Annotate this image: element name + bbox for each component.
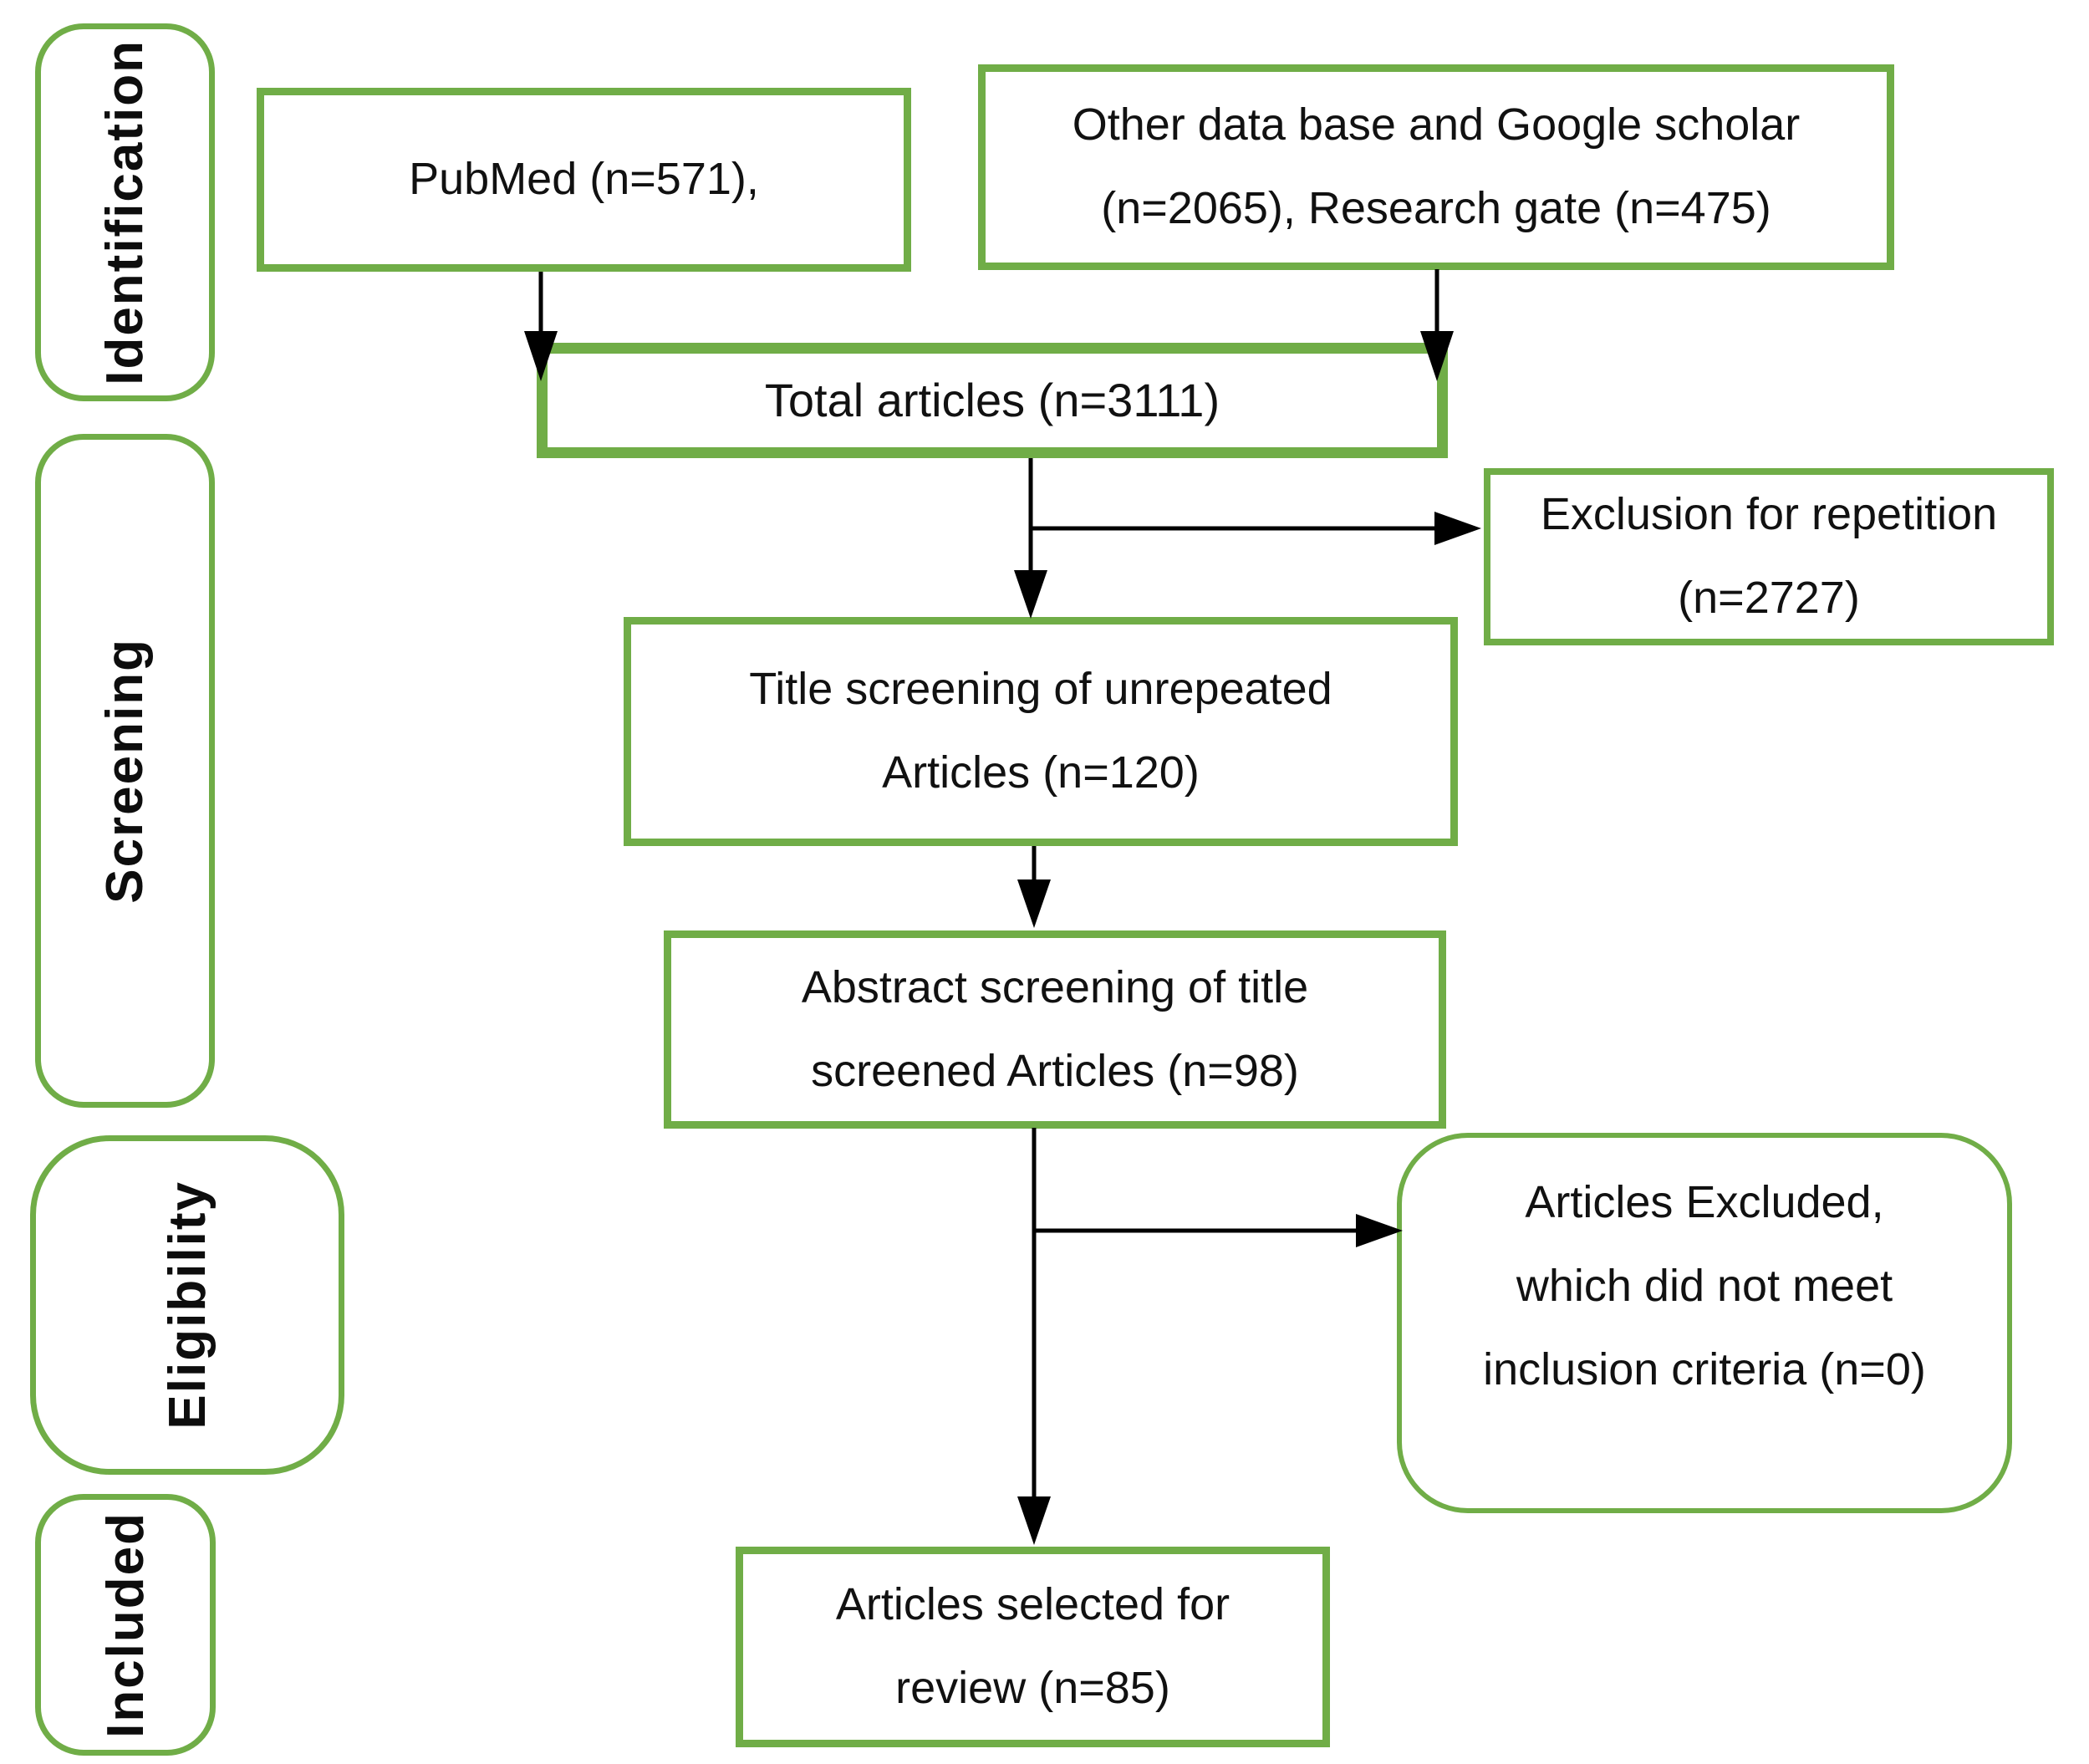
box-abstract-screening-label: Abstract screening of title screened Art… <box>801 961 1309 1096</box>
stage-eligibility: Eligibility <box>30 1135 344 1475</box>
box-exclusion-repetition-label: Exclusion for repetition (n=2727) <box>1540 489 1998 623</box>
stage-identification-label: Identification <box>96 39 154 385</box>
box-total-articles-label: Total articles (n=3111) <box>764 374 1220 427</box>
box-total-articles: Total articles (n=3111) <box>537 343 1448 458</box>
stage-screening: Screening <box>35 434 215 1108</box>
box-other-sources-label: Other data base and Google scholar (n=20… <box>1072 99 1801 233</box>
arrow-abstract-to-selected <box>1017 1128 1051 1545</box>
stage-eligibility-label: Eligibility <box>158 1180 217 1430</box>
box-pubmed-label: PubMed (n=571), <box>409 154 759 205</box>
arrow-total-to-exclusion <box>1031 512 1481 545</box>
box-pubmed-source: PubMed (n=571), <box>257 88 911 272</box>
stage-screening-label: Screening <box>96 638 154 904</box>
stage-identification: Identification <box>35 23 215 401</box>
box-title-screening-label: Title screening of unrepeated Articles (… <box>749 664 1332 798</box>
box-exclusion-repetition: Exclusion for repetition (n=2727) <box>1484 468 2054 645</box>
box-articles-excluded: Articles Excluded, which did not meet in… <box>1397 1133 2012 1513</box>
box-other-sources: Other data base and Google scholar (n=20… <box>978 64 1894 270</box>
stage-included: Included <box>35 1494 216 1756</box>
arrow-total-to-title-screening <box>1014 458 1047 619</box>
box-articles-excluded-label: Articles Excluded, which did not meet in… <box>1483 1177 1926 1394</box>
box-articles-selected-label: Articles selected for review (n=85) <box>835 1579 1230 1713</box>
arrow-abstract-to-excluded <box>1034 1214 1403 1247</box>
box-abstract-screening: Abstract screening of title screened Art… <box>664 930 1446 1129</box>
box-articles-selected: Articles selected for review (n=85) <box>736 1547 1330 1747</box>
box-title-screening: Title screening of unrepeated Articles (… <box>624 617 1458 846</box>
arrow-title-to-abstract <box>1017 846 1051 928</box>
stage-included-label: Included <box>96 1512 155 1738</box>
